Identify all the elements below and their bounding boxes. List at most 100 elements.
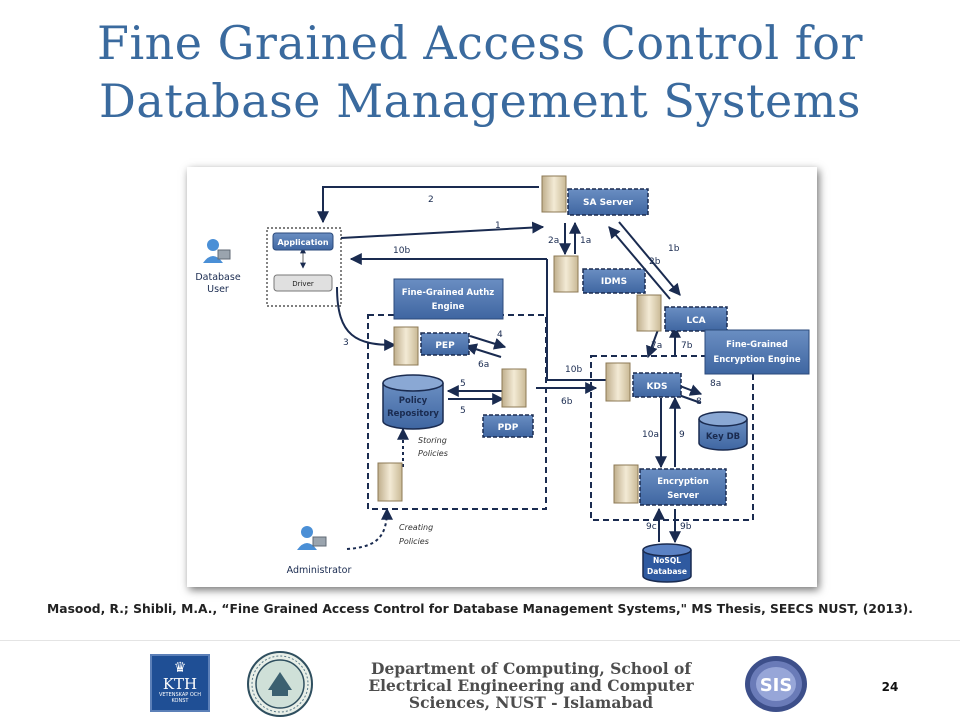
edge-label-10b-mid: 10b xyxy=(565,365,582,375)
idms-icon xyxy=(553,255,579,293)
authz-engine-container xyxy=(367,314,547,510)
application-box xyxy=(272,232,334,251)
creating-policies-line-2: Policies xyxy=(399,537,429,546)
edge-label-9c: 9c xyxy=(646,522,657,532)
edge-label-7a: 7a xyxy=(651,341,662,351)
edge-7a xyxy=(646,326,660,359)
edge-label-2a: 2a xyxy=(548,236,559,246)
encryption-server-icon xyxy=(613,464,639,504)
authz-engine-label-line-1: Fine-Grained Authz xyxy=(402,288,494,298)
pdp-icon xyxy=(501,368,527,408)
department-text: Department of Computing, School of Elect… xyxy=(368,659,694,712)
application-label: Application xyxy=(277,238,328,247)
policy-repository-label-line-2: Repository xyxy=(387,409,439,419)
edge-label-5-bottom: 5 xyxy=(460,406,466,416)
kds-label: KDS xyxy=(647,382,668,392)
database-user-label-line-2: User xyxy=(207,284,229,295)
sa-server-icon xyxy=(541,175,567,213)
edge-label-5-top: 5 xyxy=(460,379,466,389)
kth-logo-subtext: VETENSKAP OCH KONST xyxy=(158,692,202,704)
edge-label-7b: 7b xyxy=(681,341,693,351)
edge-4 xyxy=(469,335,507,350)
creating-policies-line-1: Creating xyxy=(399,523,433,532)
edge-label-6b: 6b xyxy=(561,397,573,407)
edge-label-10b-top: 10b xyxy=(393,246,410,256)
key-db-label: Key DB xyxy=(706,432,740,442)
storing-policies-line-2: Policies xyxy=(418,449,448,458)
edge-1b xyxy=(618,221,681,296)
edge-labels: 2 1 10b 2a 1a 1b 2b 3 4 6a 5 5 10b 6b 7a… xyxy=(343,195,721,532)
title-line-1: Fine Grained Access Control for xyxy=(97,16,863,70)
edge-label-2: 2 xyxy=(428,195,434,205)
nosql-label-line-2: Database xyxy=(647,567,687,576)
edge-creating xyxy=(346,507,393,550)
storing-policies-line-1: Storing xyxy=(418,436,447,445)
authz-engine-label-line-2: Engine xyxy=(432,302,465,312)
edge-label-2b: 2b xyxy=(649,257,661,267)
policy-repository-label-line-1: Policy xyxy=(399,396,428,406)
key-db-cylinder xyxy=(698,411,748,451)
edge-2 xyxy=(317,186,539,224)
kds-box xyxy=(632,372,682,398)
pep-box xyxy=(420,332,470,356)
edge-label-4: 4 xyxy=(497,330,503,340)
policy-repository-cylinder xyxy=(382,374,444,430)
pep-icon xyxy=(393,326,419,366)
edge-1 xyxy=(340,221,545,239)
driver-label: Driver xyxy=(292,280,314,288)
edge-3 xyxy=(336,286,397,351)
diagram-canvas: Application Driver Database User SA Serv… xyxy=(195,175,810,583)
nosql-database-cylinder xyxy=(642,543,692,583)
edge-label-9: 9 xyxy=(679,430,685,440)
lca-icon xyxy=(636,294,662,332)
database-user-label-line-1: Database xyxy=(195,272,240,283)
encryption-engine-label-line-2: Encryption Engine xyxy=(713,355,800,365)
nosql-label-line-1: NoSQL xyxy=(653,556,681,565)
edge-label-1b: 1b xyxy=(668,244,680,254)
lca-box xyxy=(664,306,728,332)
encryption-server-label-line-2: Server xyxy=(667,491,699,501)
kds-icon xyxy=(605,362,631,402)
edge-6a xyxy=(464,343,502,358)
edge-label-3: 3 xyxy=(343,338,349,348)
edge-label-9b: 9b xyxy=(680,522,692,532)
idms-label: IDMS xyxy=(601,277,627,287)
edge-2b xyxy=(608,226,671,300)
nust-seal-icon xyxy=(247,651,313,717)
edges xyxy=(317,186,703,550)
title-line-2: Database Management Systems xyxy=(99,74,861,128)
edge-label-1: 1 xyxy=(495,221,501,231)
footer-divider xyxy=(0,640,960,641)
slide-title: Fine Grained Access Control for Database… xyxy=(0,14,960,130)
edge-label-8: 8 xyxy=(696,397,702,407)
kth-logo-text: KTH xyxy=(162,675,198,693)
idms-box xyxy=(582,268,646,294)
edge-label-10a: 10a xyxy=(642,430,659,440)
sa-server-box xyxy=(567,188,649,216)
policy-admin-server-icon xyxy=(377,462,403,502)
sis-logo-icon: SIS xyxy=(745,656,807,712)
encryption-engine-label-line-1: Fine-Grained xyxy=(726,340,788,350)
lca-label: LCA xyxy=(686,316,705,326)
administrator-icon xyxy=(297,526,327,550)
crown-icon: ♛ xyxy=(173,660,187,676)
edge-label-1a: 1a xyxy=(580,236,591,246)
edge-10b-right xyxy=(546,259,607,381)
page-number: 24 xyxy=(881,680,899,694)
architecture-diagram: Application Driver Database User SA Serv… xyxy=(187,167,817,587)
edge-label-8a: 8a xyxy=(710,379,721,389)
encryption-engine-container xyxy=(590,355,754,521)
driver-box xyxy=(273,274,333,292)
sis-logo-text: SIS xyxy=(760,675,793,696)
database-user-icon xyxy=(203,239,231,263)
client-container xyxy=(266,227,342,307)
authz-engine-box xyxy=(393,278,504,320)
pdp-label: PDP xyxy=(498,423,519,433)
pep-label: PEP xyxy=(435,341,455,351)
encryption-server-box xyxy=(639,468,727,506)
pdp-box xyxy=(482,414,534,438)
sa-server-label: SA Server xyxy=(583,198,634,208)
encryption-server-label-line-1: Encryption xyxy=(657,477,709,487)
kth-logo: ♛ KTH VETENSKAP OCH KONST xyxy=(150,654,210,712)
encryption-engine-box xyxy=(704,329,810,375)
